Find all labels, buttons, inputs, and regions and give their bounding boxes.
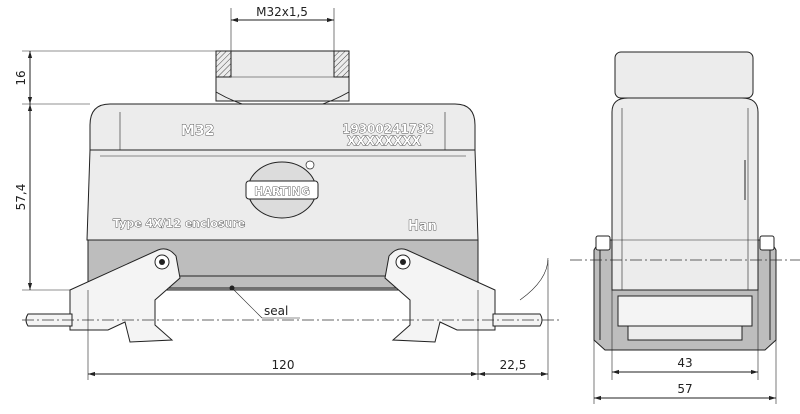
dim-lever-extension: 22,5 (500, 358, 527, 372)
dim-thread: M32x1,5 (256, 5, 308, 19)
registered-icon (305, 160, 315, 170)
side-boss (614, 51, 754, 99)
lever-left (69, 248, 181, 343)
lever-right (384, 248, 496, 343)
front-view: M32 19300241732 XXXXXXXX HARTING Type 4X… (22, 50, 560, 343)
label-seal: seal (264, 304, 288, 318)
dim-side-inner: 43 (677, 356, 692, 370)
emboss-enclosure-type: Type 4X/12 enclosure (113, 217, 245, 230)
dim-height-body: 57,4 (14, 184, 28, 211)
emboss-part-number: 19300241732 (342, 122, 434, 136)
harting-logo (245, 160, 319, 219)
emboss-size: M32 (181, 123, 214, 139)
front-dimensions: M32x1,5 16 57,4 120 22,5 seal (14, 5, 549, 380)
thread-hatch-right (333, 50, 350, 78)
dim-side-outer: 57 (677, 382, 692, 396)
side-dimensions: 43 57 (593, 290, 777, 404)
hood-top (89, 103, 476, 151)
dim-height-top: 16 (14, 70, 28, 85)
thread-hatch-left (215, 50, 232, 78)
emboss-series: Han (408, 219, 437, 234)
emboss-code: XXXXXXXX (347, 134, 422, 148)
side-view (570, 51, 800, 351)
emboss-brand: HARTING (254, 185, 310, 198)
dim-length: 120 (272, 358, 295, 372)
side-hood (611, 97, 759, 291)
thread-boss (215, 50, 350, 102)
